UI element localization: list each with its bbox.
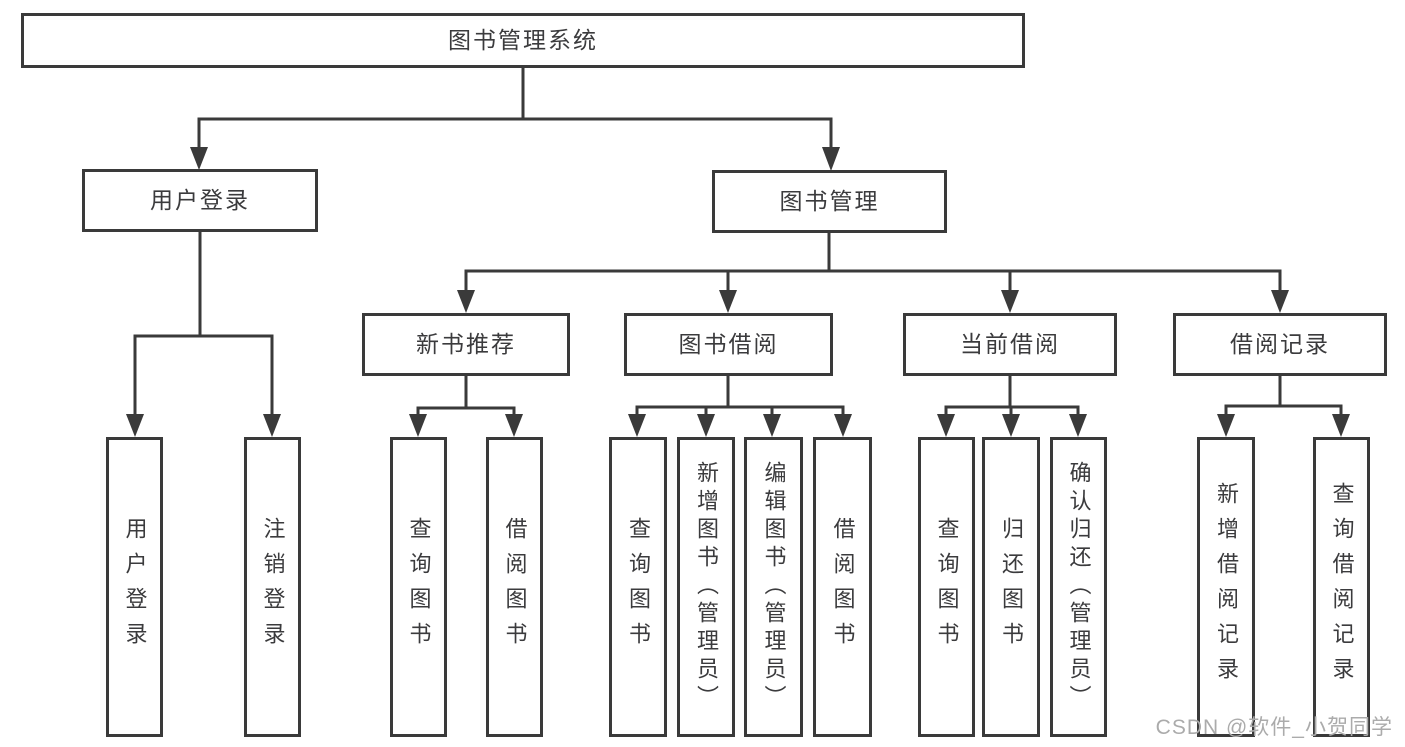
arrow-down-icon <box>457 290 475 313</box>
arrow-down-icon <box>937 414 955 437</box>
arrow-down-icon <box>263 414 281 437</box>
node-user-login: 用户登录 <box>82 169 318 232</box>
arrow-down-icon <box>697 414 715 437</box>
connector-current-borrowing <box>944 376 1080 418</box>
connector-root <box>197 68 833 152</box>
node-library-management-system: 图书管理系统 <box>21 13 1025 68</box>
leaf-edit-books-admin: 编辑图书（管理员） <box>744 437 803 737</box>
node-book-management: 图书管理 <box>712 170 947 233</box>
arrow-down-icon <box>505 414 523 437</box>
arrow-down-icon <box>126 414 144 437</box>
arrow-down-icon <box>190 147 208 170</box>
node-borrow-records: 借阅记录 <box>1173 313 1387 376</box>
arrow-down-icon <box>1217 414 1235 437</box>
arrow-down-icon <box>763 414 781 437</box>
leaf-query-books-borrowing: 查询图书 <box>609 437 667 737</box>
leaf-borrow-books: 借阅图书 <box>813 437 872 737</box>
arrow-down-icon <box>1002 414 1020 437</box>
arrow-down-icon <box>1332 414 1350 437</box>
leaf-user-login: 用户登录 <box>106 437 163 737</box>
arrow-down-icon <box>628 414 646 437</box>
leaf-logout: 注销登录 <box>244 437 301 737</box>
connector-book-management <box>464 233 1282 293</box>
arrow-down-icon <box>409 414 427 437</box>
arrow-down-icon <box>1001 290 1019 313</box>
leaf-add-borrow-record: 新增借阅记录 <box>1197 437 1255 737</box>
leaf-query-books-current: 查询图书 <box>918 437 975 737</box>
leaf-return-books: 归还图书 <box>982 437 1040 737</box>
leaf-confirm-return-admin: 确认归还（管理员） <box>1050 437 1107 737</box>
arrow-down-icon <box>1069 414 1087 437</box>
node-new-book-recommend: 新书推荐 <box>362 313 570 376</box>
connector-borrow-records <box>1224 376 1343 418</box>
arrow-down-icon <box>1271 290 1289 313</box>
node-current-borrowing: 当前借阅 <box>903 313 1117 376</box>
leaf-query-borrow-record: 查询借阅记录 <box>1313 437 1370 737</box>
watermark-text: CSDN @软件_小贺同学 <box>1155 716 1393 739</box>
arrow-down-icon <box>834 414 852 437</box>
leaf-borrow-books-recommend: 借阅图书 <box>486 437 543 737</box>
leaf-query-books-recommend: 查询图书 <box>390 437 447 737</box>
arrow-down-icon <box>822 147 840 171</box>
connector-user-login <box>133 232 274 418</box>
node-book-borrowing: 图书借阅 <box>624 313 833 376</box>
arrow-down-icon <box>719 290 737 313</box>
connector-book-borrowing <box>635 376 845 418</box>
leaf-add-books-admin: 新增图书（管理员） <box>677 437 735 737</box>
connector-new-book-recommend <box>416 376 516 418</box>
